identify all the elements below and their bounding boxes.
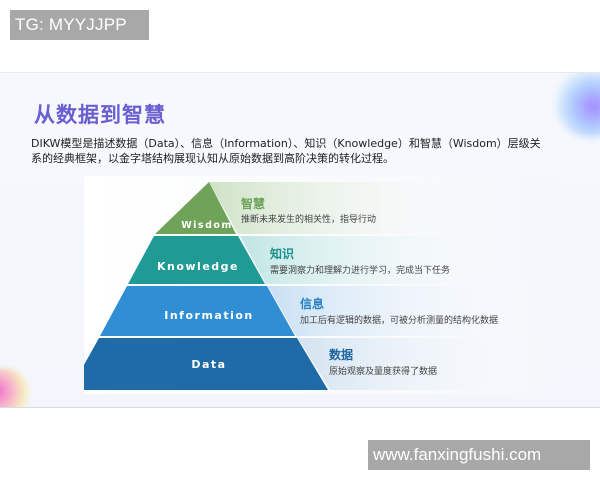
- band-text-information: 加工后有逻辑的数据，可被分析测量的结构化数据: [300, 316, 499, 326]
- layer-label-knowledge: Knowledge: [156, 260, 239, 273]
- band-title-information: 信息: [300, 297, 325, 311]
- band-text-data: 原始观察及量度获得了数据: [329, 367, 438, 377]
- band-title-data: 数据: [329, 348, 354, 362]
- dikw-pyramid-diagram: Wisdom Knowledge Information Data 智慧 推断未…: [84, 176, 562, 394]
- watermark-top: TG: MYYJJPP: [10, 10, 149, 40]
- layer-knowledge: [128, 236, 265, 284]
- layer-label-information: Information: [164, 309, 254, 322]
- layer-wisdom: [155, 182, 236, 234]
- decorative-gradient-blob: [555, 73, 600, 138]
- band-knowledge: [240, 236, 514, 284]
- layer-label-data: Data: [191, 358, 227, 371]
- band-text-knowledge: 需要洞察力和理解力进行学习，完成当下任务: [270, 266, 451, 276]
- pyramid-shape: [84, 182, 562, 390]
- layer-label-wisdom: Wisdom: [181, 220, 233, 231]
- description-line-1: DIKW模型是描述数据（Data）、信息（Information）、知识（Kno…: [31, 137, 541, 150]
- watermark-bottom: www.fanxingfushi.com: [368, 440, 590, 470]
- slide-title: 从数据到智慧: [34, 103, 166, 127]
- band-information: [268, 286, 544, 336]
- slide-description: DIKW模型是描述数据（Data）、信息（Information）、知识（Kno…: [31, 136, 576, 166]
- layer-data: [84, 338, 328, 390]
- band-wisdom: [209, 182, 484, 234]
- description-line-2: 系的经典框架，以金字塔结构展现认知从原始数据到高阶决策的转化过程。: [31, 152, 394, 165]
- band-title-knowledge: 知识: [270, 247, 295, 261]
- slide: 从数据到智慧 DIKW模型是描述数据（Data）、信息（Information）…: [0, 72, 600, 408]
- layer-information: [100, 286, 295, 336]
- band-title-wisdom: 智慧: [241, 197, 266, 211]
- band-text-wisdom: 推断未来发生的相关性，指导行动: [241, 215, 377, 225]
- band-data: [298, 338, 562, 390]
- decorative-gradient-blob: [0, 368, 30, 407]
